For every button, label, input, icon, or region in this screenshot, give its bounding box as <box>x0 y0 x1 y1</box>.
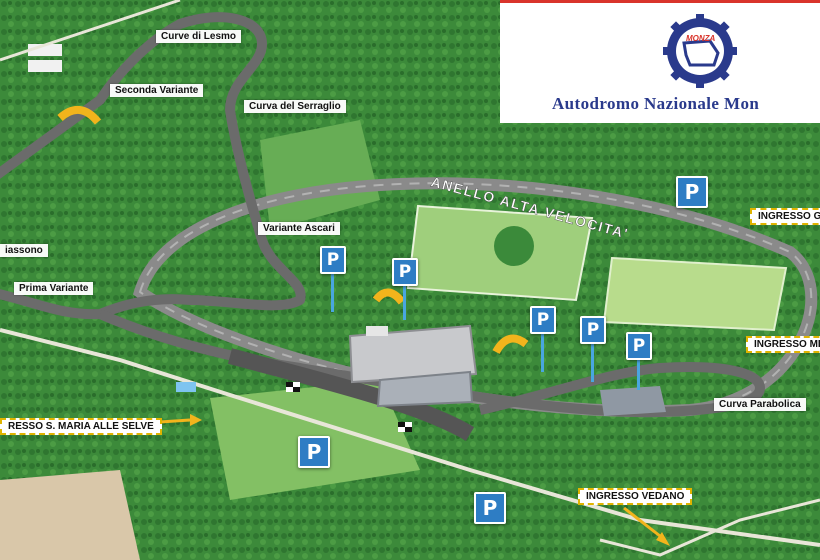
gate-ingresso-mi: INGRESSO MI <box>746 336 820 353</box>
road <box>0 328 820 547</box>
parking-pole <box>541 328 544 372</box>
oval-centerline <box>138 182 813 413</box>
gate-santa-maria: RESSO S. MARIA ALLE SELVE <box>0 418 162 435</box>
parking-pole <box>403 282 406 320</box>
parking-icon: P <box>580 316 606 344</box>
parking-pole <box>591 338 594 382</box>
parabolica-stand <box>600 386 666 416</box>
label-variante-ascari: Variante Ascari <box>258 222 340 235</box>
label-seconda-variante: Seconda Variante <box>110 84 204 97</box>
monza-logo-icon <box>663 14 737 88</box>
gate-ingresso-g: INGRESSO G <box>750 208 820 225</box>
label-prima-variante: Prima Variante <box>14 282 94 295</box>
parking-pole <box>331 268 334 312</box>
label-curva-del-serraglio: Curva del Serraglio <box>244 100 346 113</box>
pond <box>176 382 196 392</box>
parking-icon: P <box>298 436 330 468</box>
gate-vedano: INGRESSO VEDANO <box>578 488 693 505</box>
label-biassono: iassono <box>0 244 48 257</box>
gate-arrow <box>623 506 661 538</box>
meadow <box>602 256 788 332</box>
logo-panel <box>500 0 820 123</box>
building <box>28 60 62 72</box>
parking-icon: P <box>392 258 418 286</box>
label-curva-parabolica: Curva Parabolica <box>714 398 806 411</box>
pit-straight <box>227 348 475 441</box>
brand-name: Autodromo Nazionale Mon <box>552 94 760 113</box>
town-area <box>0 470 140 560</box>
parking-icon: P <box>474 492 506 524</box>
parking-icon: P <box>320 246 346 274</box>
pit-building <box>376 370 474 408</box>
parking-icon: P <box>626 332 652 360</box>
paddock-hall <box>348 324 478 384</box>
road <box>599 498 820 557</box>
parking-pole <box>637 354 640 390</box>
bridge <box>492 334 529 355</box>
bridge <box>57 106 102 125</box>
label-curve-di-lesmo: Curve di Lesmo <box>156 30 242 43</box>
logo-badge: MONZA <box>686 34 716 43</box>
field-trees <box>494 226 534 266</box>
parking-icon: P <box>676 176 708 208</box>
road <box>0 0 181 62</box>
parking-icon: P <box>530 306 556 334</box>
bridge <box>372 288 406 305</box>
garage <box>366 326 388 336</box>
